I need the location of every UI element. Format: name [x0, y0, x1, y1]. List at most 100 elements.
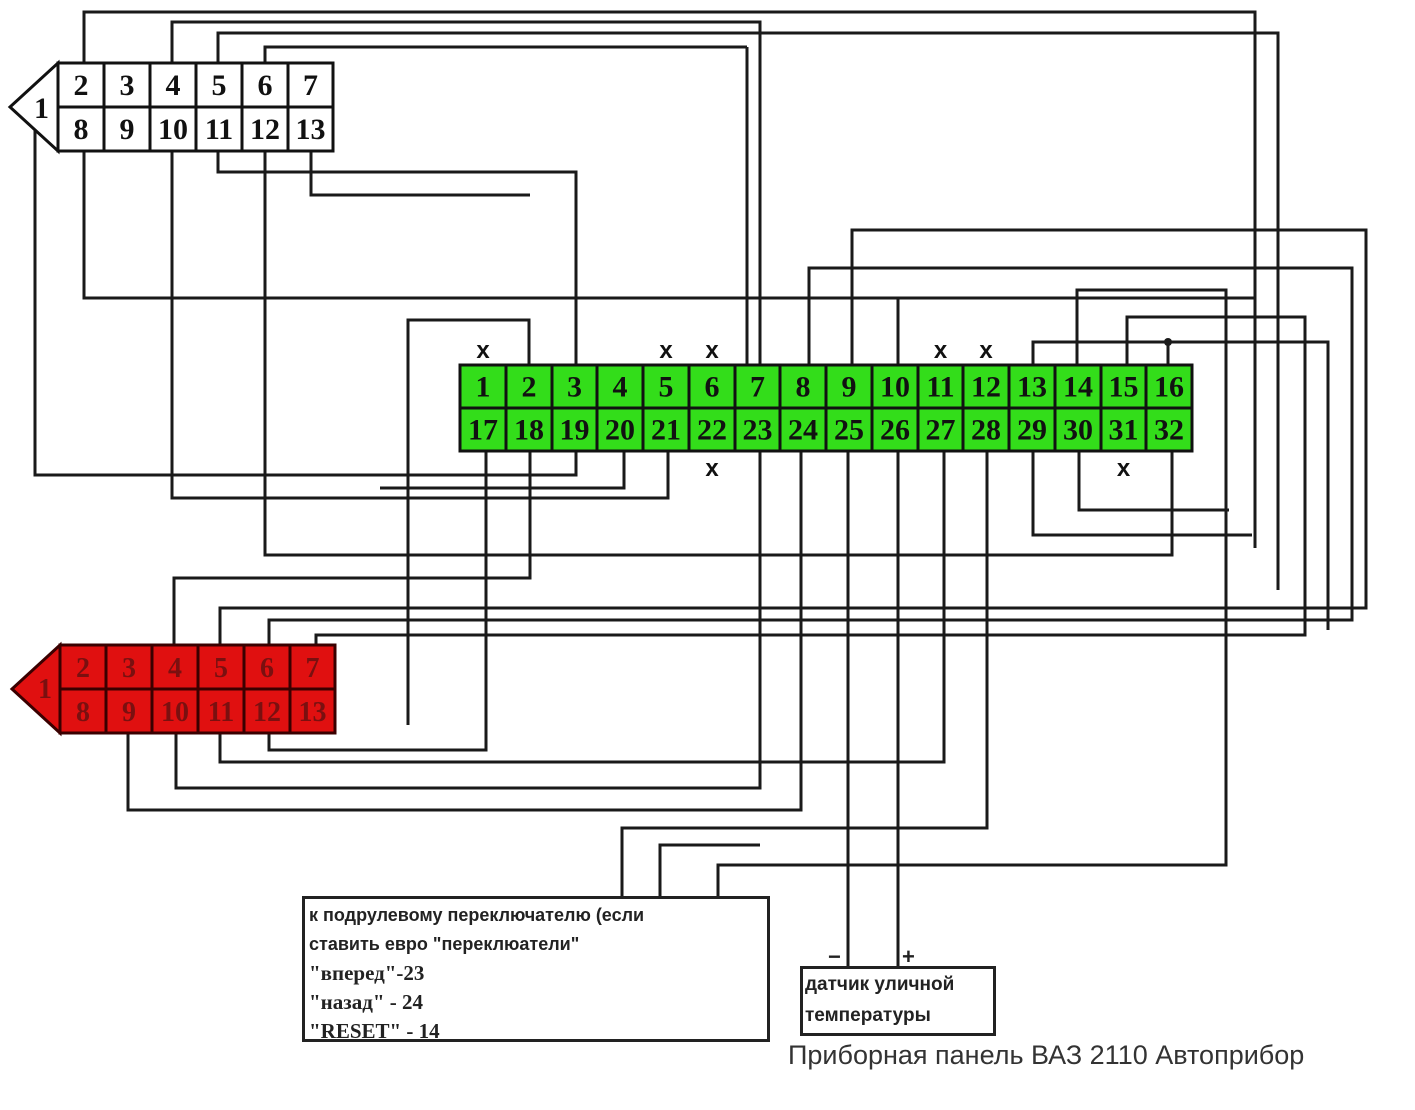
pin-cell: [196, 643, 246, 691]
pin-label: 6: [705, 371, 720, 404]
pin-label: 19: [560, 414, 590, 447]
sensor-line: температуры: [805, 1005, 931, 1026]
temperature-sensor-box: датчик уличной температуры: [800, 966, 996, 1036]
main-connector-pin-22: 22: [687, 406, 737, 453]
pin-label: 15: [1109, 371, 1139, 404]
pin-label: 2: [74, 69, 89, 102]
main-connector-pin-19: 19: [550, 406, 599, 453]
pin-label: 16: [1154, 371, 1184, 404]
main-connector-pin-24: 24: [778, 406, 828, 453]
pin-label: 10: [161, 697, 189, 728]
pin-label: 3: [567, 371, 582, 404]
pin-cell: [778, 406, 828, 453]
top-connector-pin-1: 1: [34, 92, 49, 125]
pin-label: 17: [468, 414, 498, 447]
pin-label: 11: [205, 113, 233, 146]
top-connector-pin-9: 9: [102, 105, 152, 153]
unused-pin-mark-11: x: [934, 337, 948, 364]
main-connector-pin-28: 28: [961, 406, 1011, 453]
pin-label: 12: [253, 697, 281, 728]
main-connector-pin-27: 27: [916, 406, 965, 453]
pin-cell: [1144, 363, 1194, 410]
wire: [82, 151, 1255, 300]
pin-label: 5: [212, 69, 227, 102]
top-connector-pin-6: 6: [240, 61, 290, 109]
main-connector-pin-31: 31: [1099, 406, 1148, 453]
wire: [218, 452, 946, 764]
diagram-caption: Приборная панель ВАЗ 2110 Автоприбор: [788, 1040, 1305, 1070]
pin-cell: [56, 61, 106, 109]
pin-cell: [1007, 363, 1057, 410]
pin-cell: [286, 61, 335, 109]
pin-label: 13: [296, 113, 326, 146]
pin-cell: [1053, 363, 1103, 410]
top-connector-pin-7: 7: [286, 61, 335, 109]
pin-cell: [196, 687, 246, 735]
top-connector-pin-4: 4: [148, 61, 198, 109]
pin-label: 1: [476, 371, 491, 404]
wire: [406, 318, 531, 725]
pin-label: 8: [796, 371, 811, 404]
pin-cell: [687, 406, 737, 453]
pin-label: 13: [1017, 371, 1047, 404]
main-connector-pin-25: 25: [824, 406, 874, 453]
bottom-connector-pin-9: 9: [104, 687, 154, 735]
pin-cell: [641, 406, 691, 453]
wire: [380, 452, 626, 490]
main-connector-pin-26: 26: [870, 406, 920, 453]
top-connector-pin-12: 12: [240, 105, 290, 153]
pin-label: 2: [76, 653, 90, 684]
pin-cell: [104, 687, 154, 735]
pin-label: 4: [613, 371, 628, 404]
pin-label: 6: [258, 69, 273, 102]
main-connector-pin-32: 32: [1144, 406, 1194, 453]
wire: [314, 315, 1307, 645]
top-connector-pin-2: 2: [56, 61, 106, 109]
main-connector-pin-1: 1: [458, 363, 508, 410]
bottom-connector-pin-3: 3: [104, 643, 154, 691]
pin-cell: [194, 61, 244, 109]
bottom-connector-pin-4: 4: [150, 643, 200, 691]
main-connector-pin-23: 23: [733, 406, 782, 453]
pin-cell: [194, 105, 244, 153]
main-connector-pin-20: 20: [595, 406, 645, 453]
wire: [218, 228, 1368, 645]
top-connector-pin-5: 5: [194, 61, 244, 109]
wire: [174, 452, 762, 790]
main-connector-pin-15: 15: [1099, 363, 1148, 410]
pin-label: 18: [514, 414, 544, 447]
wire: [267, 452, 488, 752]
pin-cell: [1099, 363, 1148, 410]
unused-pin-mark-22: x: [705, 455, 719, 482]
wire: [33, 130, 578, 477]
wire: [263, 151, 1174, 557]
pin-label: 9: [120, 113, 135, 146]
note-line: ставить евро "переклюатели": [309, 934, 580, 954]
pin-cell: [1144, 406, 1194, 453]
pin-label: 21: [651, 414, 681, 447]
pin-cell: [595, 363, 645, 410]
wire: [716, 288, 1228, 898]
pin-label: 4: [168, 653, 182, 684]
main-connector-pin-10: 10: [870, 363, 920, 410]
pin-label: 9: [122, 697, 136, 728]
main-connector-pin-14: 14: [1053, 363, 1103, 410]
unused-pin-mark-1: x: [476, 337, 490, 364]
pin-cell: [824, 406, 874, 453]
pin-label: 12: [250, 113, 280, 146]
pin-label: 9: [842, 371, 857, 404]
pin-cell: [916, 406, 965, 453]
sensor-line: датчик уличной: [805, 974, 955, 995]
pin-cell: [870, 363, 920, 410]
main-connector-pin-4: 4: [595, 363, 645, 410]
top-connector-pin-13: 13: [286, 105, 335, 153]
pin-cell: [916, 363, 965, 410]
sensor-minus-label: −: [828, 944, 841, 969]
wire: [170, 20, 762, 365]
bottom-connector-pin-7: 7: [288, 643, 337, 691]
bottom-connector-tip: [9, 641, 62, 737]
bottom-connector-pin-10: 10: [150, 687, 200, 735]
pin-label: 32: [1154, 414, 1184, 447]
